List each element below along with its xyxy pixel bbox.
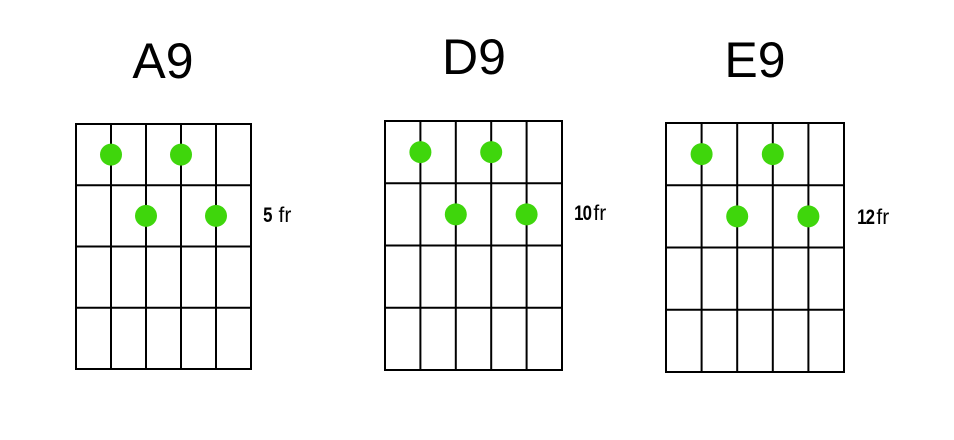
fret-number: 5: [263, 204, 272, 227]
chord-title-a9: A9: [132, 33, 194, 89]
finger-dot: [409, 141, 432, 164]
fret-suffix: fr: [876, 206, 890, 229]
fret-number: 10: [574, 202, 592, 225]
chord-grid-d9: [384, 120, 563, 371]
finger-dot: [480, 141, 503, 164]
finger-dot: [690, 143, 713, 166]
chord-grid-e9: [665, 122, 845, 373]
finger-dot: [170, 143, 192, 166]
finger-dot: [100, 143, 122, 166]
finger-dot: [797, 205, 820, 228]
finger-dot: [515, 203, 538, 226]
fret-number: 12: [857, 206, 875, 229]
fret-suffix: fr: [278, 204, 292, 227]
chord-title-d9: D9: [442, 29, 506, 85]
chord-title-e9: E9: [724, 32, 786, 88]
finger-dot: [761, 143, 784, 166]
finger-dot: [726, 205, 749, 228]
fret-label-a9: 5 fr: [262, 204, 291, 228]
finger-dot: [135, 204, 157, 227]
chord-grid-a9: [75, 123, 252, 370]
finger-dot: [444, 203, 467, 226]
fret-suffix: fr: [593, 202, 607, 225]
finger-dot: [205, 204, 227, 227]
